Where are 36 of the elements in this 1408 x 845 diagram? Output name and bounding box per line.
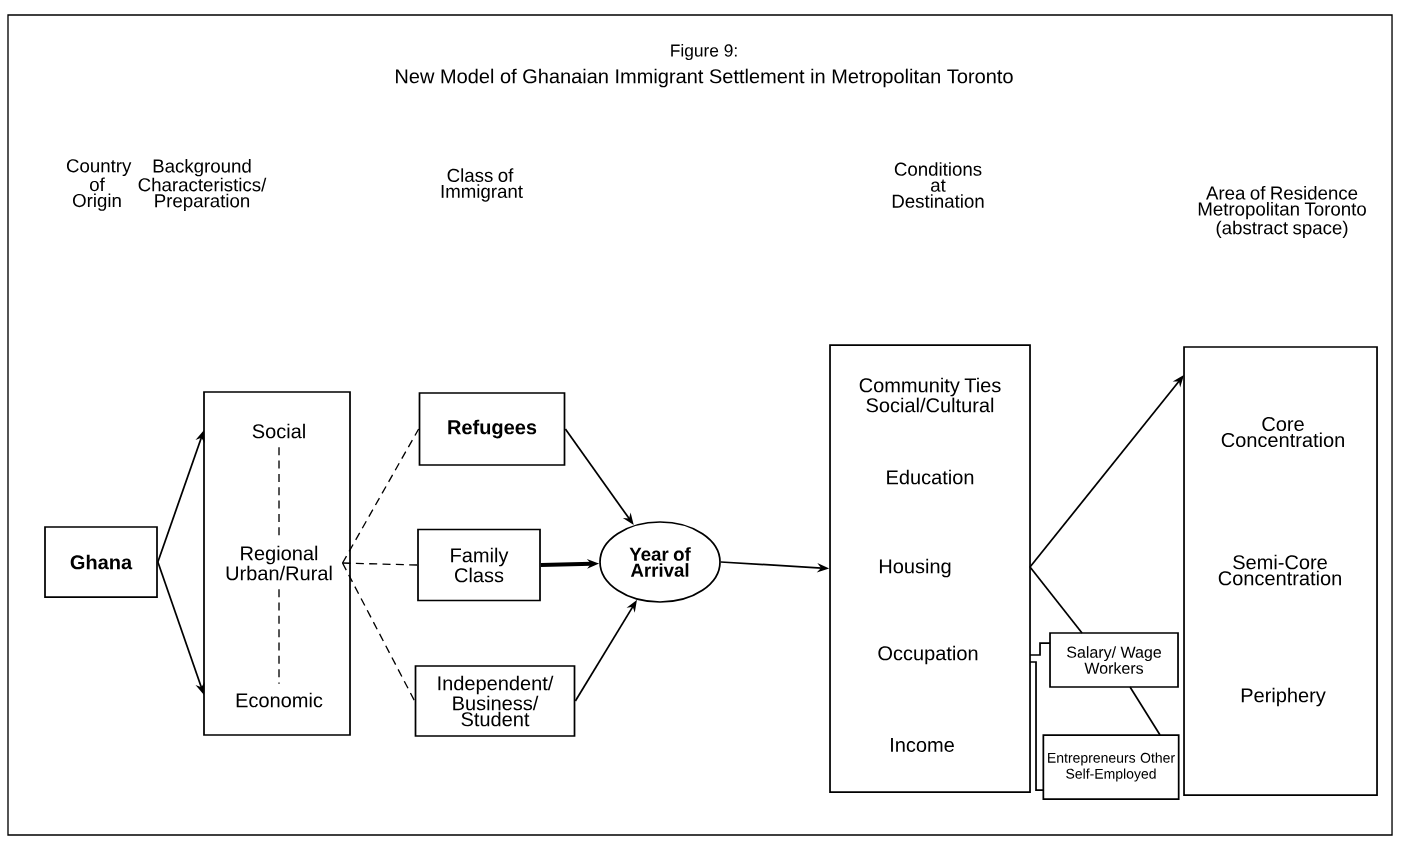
group-box [1183,346,1378,796]
connector-line [1129,686,1161,736]
process-box: Entrepreneurs Other Self-Employed [1042,734,1180,800]
connector-line [1029,642,1051,656]
box-item-text: Regional Urban/Rural [226,545,332,581]
box-item-text: Social [252,423,305,439]
connector-line [1029,661,1045,791]
box-item-text: Economic [236,692,323,708]
box-item-text: Income [891,738,954,752]
connector-line [341,562,416,702]
connector-line [341,428,420,564]
group-box [203,391,351,736]
process-box: Family Class [417,528,541,602]
box-item-text: Semi-Core Concentration [1218,554,1341,586]
column-heading: Conditions at Destination [892,162,984,208]
column-heading: Background Characteristics/ Preparation [138,158,267,212]
connector-line [341,562,418,566]
connector-line [278,446,280,538]
box-item-text: Periphery [1241,687,1326,707]
connector-line [1029,566,1083,634]
figure-title: New Model of Ghanaian Immigrant Settlement in Metropolitan Toronto [396,68,1013,88]
box-item-text: Education [887,469,974,485]
box-item-text: Core Concentration [1221,416,1344,448]
group-box [829,344,1031,793]
column-heading: Country of Origin [66,159,132,211]
figure-number: Figure 9: [671,43,737,61]
connector-line [278,588,280,685]
column-heading: Class of Immigrant [441,168,523,202]
box-item-text: Community Ties Social/Cultural [859,377,1001,413]
column-heading: Area of Residence Metropolitan Toronto (abstract space) [1198,185,1366,239]
process-box: Salary/ Wage Workers [1049,632,1179,688]
box-item-text: Occupation [878,645,978,665]
process-box: Refugees [418,392,566,466]
process-box: Independent/ Business/ Student [414,665,576,737]
process-box: Ghana [44,526,158,598]
box-item-text: Housing [879,558,951,578]
